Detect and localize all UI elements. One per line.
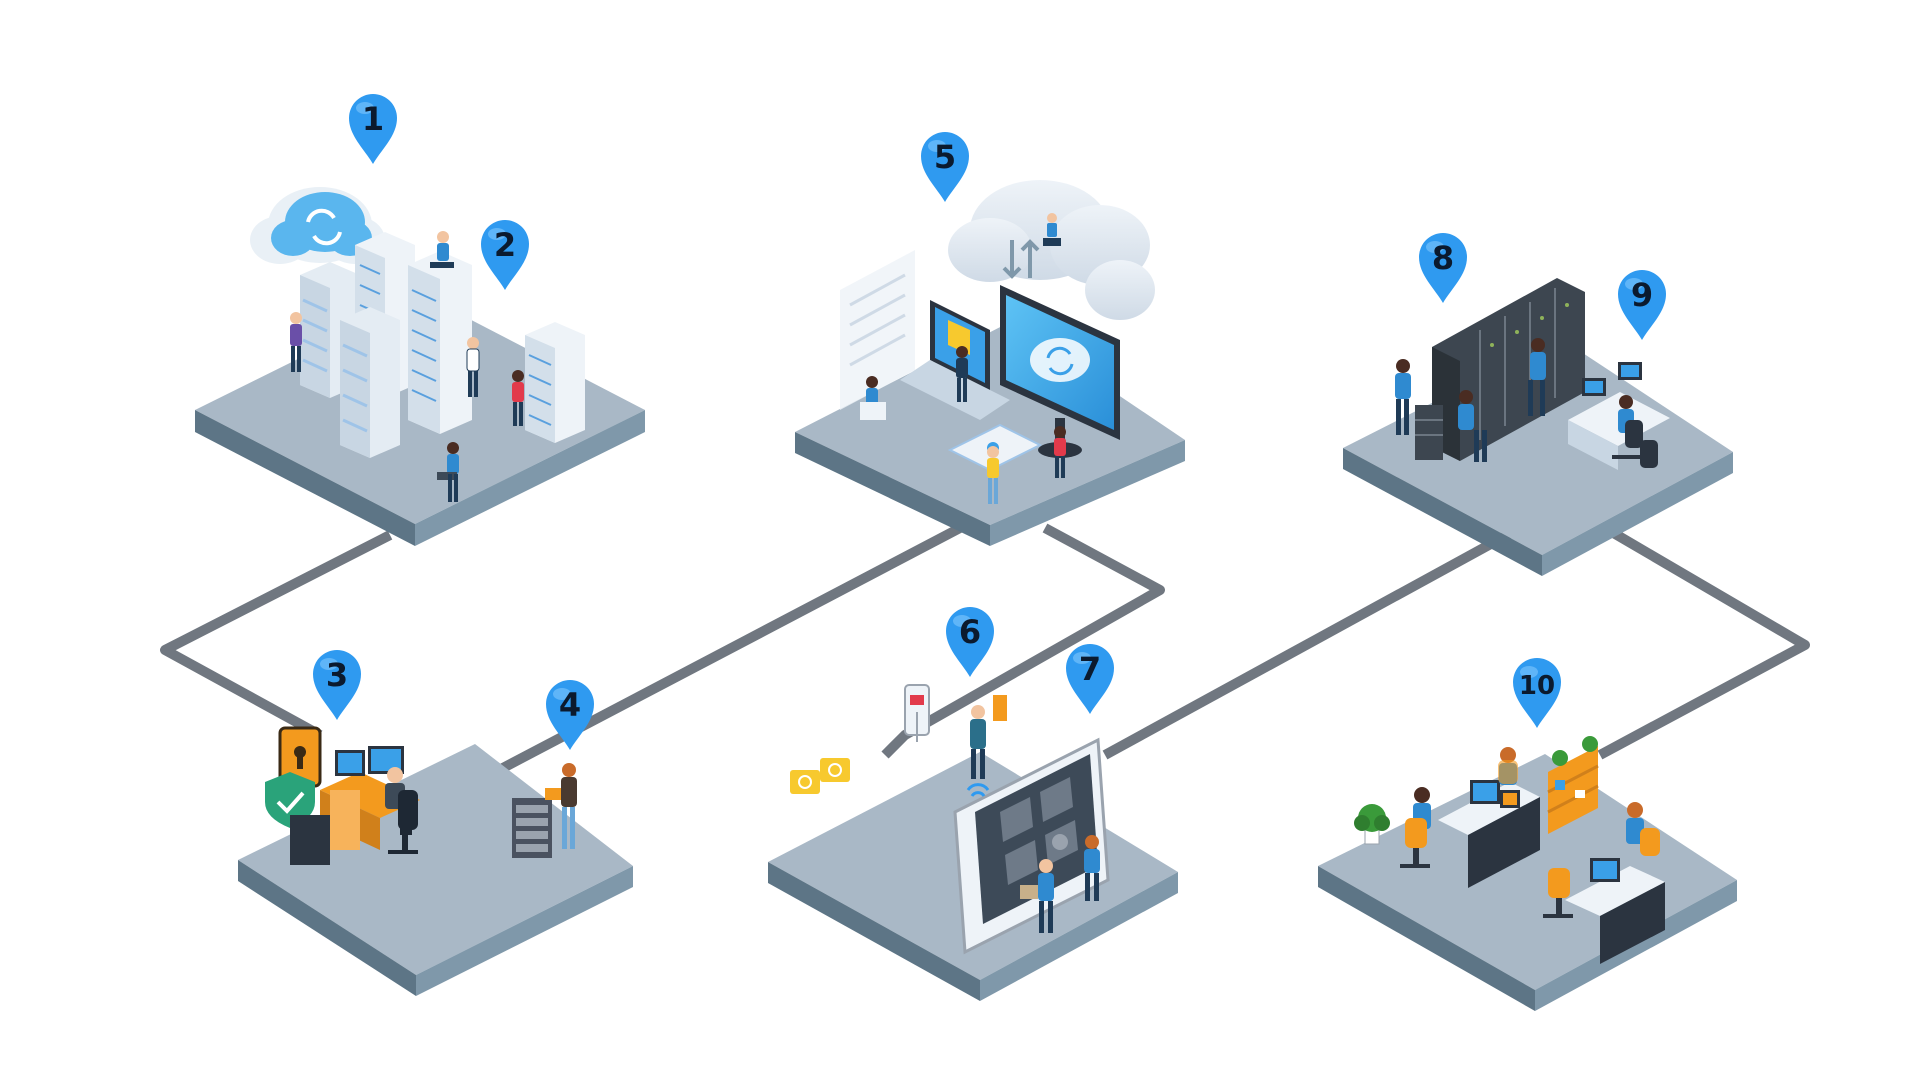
scene-server-room — [1395, 278, 1670, 470]
office-desk-icon — [1565, 858, 1665, 964]
person-icon — [1528, 338, 1546, 416]
connector-7-8 — [1102, 523, 1523, 760]
connectors — [160, 523, 1810, 785]
pin-label: 10 — [1519, 671, 1555, 701]
document-panel-icon — [840, 250, 915, 410]
location-pin-6: 6 — [946, 607, 994, 677]
location-pin-9: 9 — [1618, 270, 1666, 340]
wifi-icon — [966, 783, 990, 797]
person-icon — [1458, 390, 1487, 462]
person-icon — [290, 312, 302, 372]
person-icon — [1043, 213, 1061, 246]
person-icon — [987, 446, 999, 504]
connector-8-10 — [1597, 523, 1810, 760]
cloud-sync-icon — [948, 180, 1155, 320]
scene-cloud-devices — [840, 180, 1155, 504]
location-pin-2: 2 — [481, 220, 529, 290]
scene-office-team — [1354, 736, 1665, 964]
pin-label: 8 — [1432, 239, 1454, 277]
office-chair-icon — [388, 790, 418, 854]
plant-icon — [1354, 804, 1390, 845]
location-pin-3: 3 — [313, 650, 361, 720]
server-towers — [300, 232, 585, 458]
pin-label: 4 — [559, 686, 581, 724]
person-icon — [860, 376, 886, 420]
connector-3-5 — [477, 523, 963, 785]
location-pin-10: 10 — [1513, 658, 1561, 728]
platform-cloud-devices — [795, 322, 1185, 546]
security-shield-icon — [265, 772, 315, 828]
scene-security-workstation — [265, 726, 577, 865]
person-icon — [1054, 426, 1066, 478]
office-desk-icon — [1438, 780, 1540, 888]
person-icon — [1020, 859, 1054, 933]
person-icon — [512, 370, 524, 426]
location-pin-8: 8 — [1419, 233, 1467, 303]
folder-sync-icon — [790, 758, 850, 794]
location-pin-4: 4 — [546, 680, 594, 750]
office-chair-icon — [1400, 818, 1430, 868]
location-pins: 1 2 3 4 5 6 7 8 9 10 — [313, 94, 1666, 750]
person-icon — [1395, 359, 1411, 435]
platform-server-room — [1343, 338, 1733, 576]
pin-label: 1 — [362, 100, 384, 138]
cloud-sync-monitor-icon — [1000, 285, 1120, 458]
scene-mobile-maintenance — [790, 684, 1110, 955]
location-pin-1: 1 — [349, 94, 397, 164]
connector-5-7 — [881, 523, 1165, 759]
electrical-panel-icon — [904, 684, 930, 742]
location-pin-5: 5 — [921, 132, 969, 202]
person-icon — [430, 231, 454, 268]
office-chair-icon — [1543, 828, 1660, 918]
location-pin-7: 7 — [1066, 644, 1114, 714]
server-cart-icon — [1415, 405, 1443, 460]
server-rack-icon — [512, 798, 552, 858]
shelf-icon — [1547, 736, 1599, 834]
person-icon — [545, 763, 577, 849]
padlock-tablet-icon — [278, 726, 322, 788]
pin-label: 3 — [326, 656, 348, 694]
laptop-icon — [900, 300, 1010, 420]
person-icon — [1498, 747, 1518, 785]
person-icon — [970, 695, 1007, 779]
pin-label: 9 — [1631, 276, 1653, 314]
pin-label: 5 — [934, 138, 956, 176]
pin-label: 6 — [959, 613, 981, 651]
cloud-server-icon — [250, 187, 385, 264]
person-icon — [437, 442, 459, 502]
person-icon — [956, 346, 968, 402]
office-chair-icon — [1612, 420, 1658, 468]
connector-1-3 — [160, 530, 393, 740]
scene-cloud-data-center — [250, 187, 585, 502]
person-icon — [1626, 802, 1644, 844]
person-icon — [466, 337, 480, 397]
pin-label: 2 — [494, 226, 516, 264]
person-icon — [1084, 835, 1100, 901]
tablet-maintenance-icon — [953, 737, 1110, 955]
pin-label: 7 — [1079, 650, 1101, 688]
